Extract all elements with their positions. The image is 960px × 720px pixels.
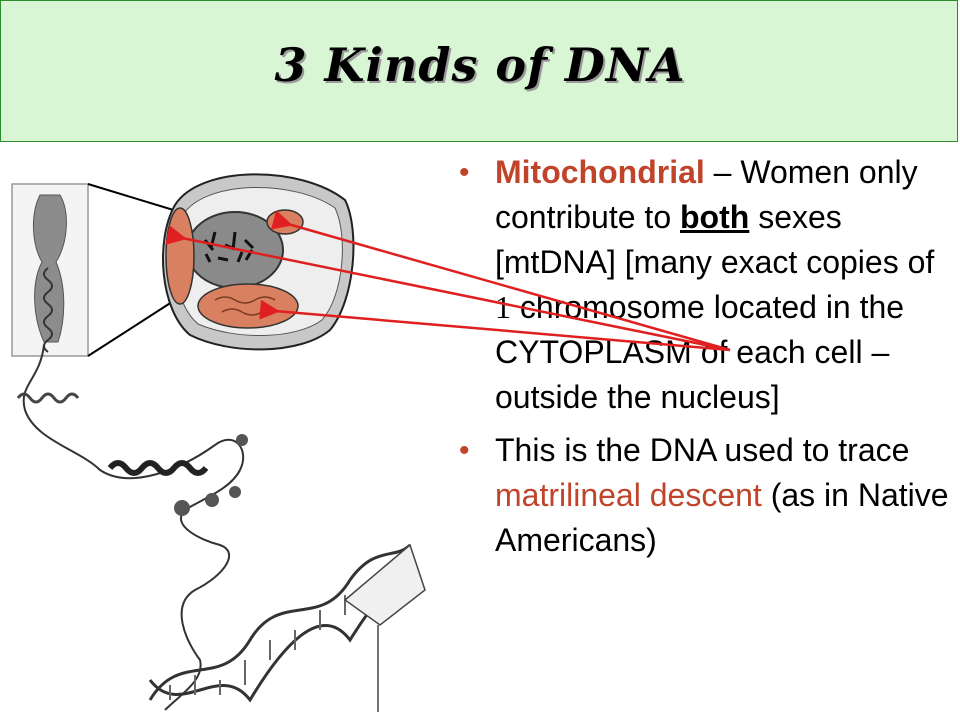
zoom-line xyxy=(87,299,176,357)
term-matrilineal-descent: matrilineal descent xyxy=(495,477,762,513)
nucleosome xyxy=(205,493,219,507)
bullet-text: This is the DNA used to trace xyxy=(495,432,910,468)
dna-illustration xyxy=(11,173,426,712)
bullet-marker: • xyxy=(459,434,470,467)
emphasis-both: both xyxy=(680,199,750,235)
chromosome-coil xyxy=(43,267,53,353)
bullet-mitochondrial: • Mitochondrial – Women only contribute … xyxy=(455,150,950,420)
helix-strand-a xyxy=(148,543,412,701)
mitochondrion xyxy=(197,283,299,329)
term-mitochondrial: Mitochondrial xyxy=(495,154,705,190)
dna-coil xyxy=(16,392,80,404)
slide-title: 3 Kinds of DNA xyxy=(274,38,686,92)
chromosome-count: 1 xyxy=(495,289,511,325)
dna-fiber xyxy=(22,344,245,711)
bullet-text: (as in Native Americans) xyxy=(495,477,949,558)
nucleosome xyxy=(229,486,241,498)
nucleosome xyxy=(236,434,248,446)
chromosome-shape xyxy=(32,194,67,343)
dna-supercoil xyxy=(107,460,209,476)
mitochondrion xyxy=(266,209,304,235)
bullet-marker: • xyxy=(459,156,470,189)
nucleosome xyxy=(174,500,190,516)
bullet-trace: • This is the DNA used to trace matrilin… xyxy=(455,428,950,563)
zoom-line xyxy=(87,183,181,213)
bullet-text: chromosome located in the CYTOPLASM of e… xyxy=(495,289,905,415)
helix-ladder xyxy=(343,543,426,626)
title-banner xyxy=(0,0,958,142)
bullet-list: • Mitochondrial – Women only contribute … xyxy=(455,150,950,563)
mitochondrion xyxy=(165,207,195,305)
